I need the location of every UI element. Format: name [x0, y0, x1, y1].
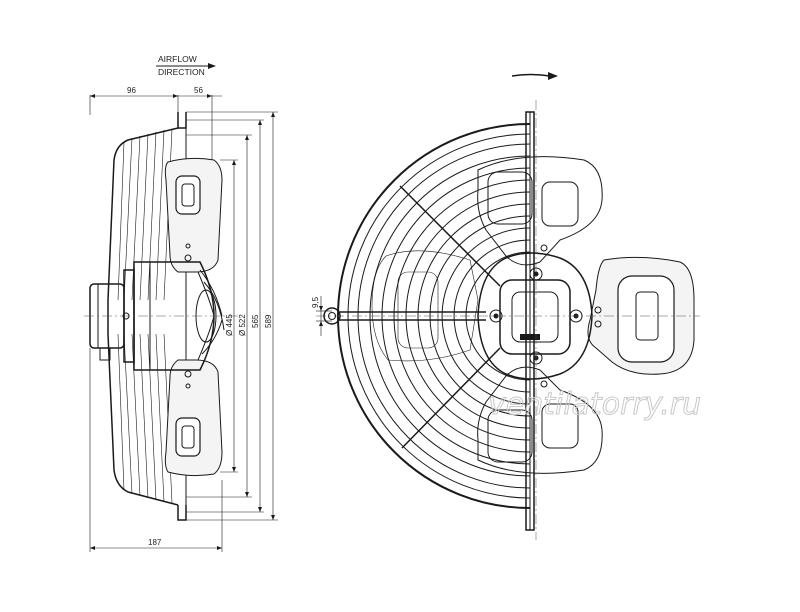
dim-9-5-text: 9,5 — [311, 296, 320, 308]
dimension-9-5: 9,5 — [311, 296, 332, 336]
brand-label-icon — [520, 334, 540, 340]
dimension-522: Ø 522 — [186, 134, 252, 498]
dimension-565: 565 — [186, 119, 264, 513]
dim-187-text: 187 — [148, 538, 162, 547]
impeller-blades — [371, 156, 695, 474]
motor-hub — [477, 244, 602, 388]
dim-56-text: 56 — [194, 86, 203, 95]
dim-565-text: 565 — [251, 314, 260, 328]
rotation-arrow-icon — [511, 72, 558, 80]
dimension-56: 56 — [178, 86, 222, 160]
dim-445-text: Ø 445 — [225, 314, 234, 336]
side-view: AIRFLOW DIRECTION 96 56 — [84, 54, 278, 552]
front-view: 9,5 ventilatorry.ru — [311, 72, 702, 540]
dimension-187: 187 — [89, 348, 223, 552]
dim-96-text: 96 — [127, 86, 136, 95]
dim-522-text: Ø 522 — [238, 314, 247, 336]
watermark: ventilatorry.ru — [488, 387, 701, 422]
airflow-label-line2: DIRECTION — [158, 67, 205, 77]
dimension-96: 96 — [89, 86, 179, 115]
dimension-445: Ø 445 — [220, 159, 238, 473]
airflow-arrow-icon — [156, 63, 216, 69]
dim-589-text: 589 — [264, 314, 273, 328]
airflow-label-line1: AIRFLOW — [158, 54, 197, 64]
dimension-589: 589 — [186, 111, 278, 521]
mounting-hole — [323, 307, 341, 325]
